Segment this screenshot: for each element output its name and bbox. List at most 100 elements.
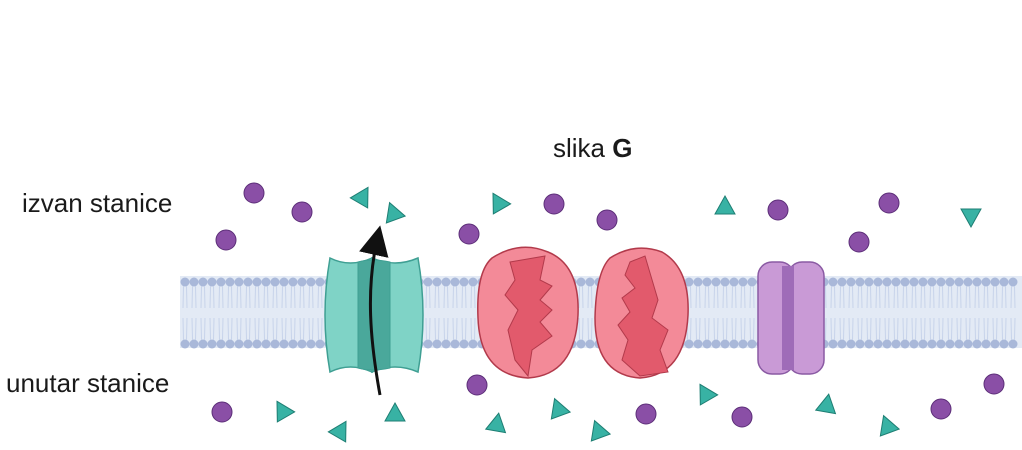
lipid-tail [1010,317,1016,341]
lipid-head [936,277,946,287]
lipid-tail [875,285,881,309]
circle-molecule-icon [848,231,870,253]
lipid-tail [1010,285,1016,309]
lipid-head [738,339,748,349]
lipid-tail [902,317,908,341]
lipid-head [684,277,694,287]
transport-arrow-icon [359,225,389,396]
lipid-head [963,339,973,349]
lipid-tail [983,317,989,341]
lipid-head [981,277,991,287]
lipid-head [288,277,298,287]
lipid-head [927,339,937,349]
lipid-tail [695,317,701,341]
lipid-tail [695,285,701,309]
lipid-tail [317,285,323,309]
lipid-head [846,277,856,287]
lipid-head [918,277,928,287]
lipid-tail [587,317,593,341]
lipid-tail [938,317,944,341]
lipid-head [279,339,289,349]
lipid-head [585,277,595,287]
lipid-head [1008,339,1018,349]
lipid-head [918,339,928,349]
lipid-head [261,339,271,349]
lipid-tail [749,285,755,309]
lipid-head [315,277,325,287]
lipid-head [945,277,955,287]
figure-title-text: slika [553,133,606,163]
lipid-head [234,277,244,287]
lipid-head [729,277,739,287]
lipid-head [702,277,712,287]
lipid-head [189,277,199,287]
lipid-head [180,339,190,349]
lipid-tail [254,285,260,309]
lipid-head [900,277,910,287]
lipid-head [837,277,847,287]
lipid-head [873,277,883,287]
lipid-tail [911,285,917,309]
lipid-tail [452,285,458,309]
lipid-tail [425,317,431,341]
lipid-tail [884,285,890,309]
lipid-head [900,339,910,349]
lipid-tail [1001,285,1007,309]
lipid-head [207,277,217,287]
lipid-tail [965,285,971,309]
label-inside-cell: unutar stanice [6,368,170,398]
lipid-tail [992,317,998,341]
lipid-head [279,277,289,287]
lipid-head [693,339,703,349]
lipid-head [270,339,280,349]
lipid-tail [461,317,467,341]
lipid-tail [830,285,836,309]
lipid-head [684,339,694,349]
lipid-head [990,339,1000,349]
lipid-head [999,339,1009,349]
lipid-head [711,339,721,349]
lipid-head [225,339,235,349]
pink-carrier-protein-1 [477,246,579,379]
lipid-tail [308,317,314,341]
lipid-tail [911,317,917,341]
lipid-tail [1001,317,1007,341]
lipid-tail [893,317,899,341]
lipid-tail [317,317,323,341]
lipid-tail [443,317,449,341]
lipid-head [882,277,892,287]
lipid-tail [740,285,746,309]
lipid-head [945,339,955,349]
lipid-tail [461,285,467,309]
lipid-tail [245,317,251,341]
lipid-tail [578,285,584,309]
lipid-head [693,277,703,287]
lipid-tail [299,317,305,341]
lipid-tail [740,317,746,341]
label-outside-cell: izvan stanice [22,188,173,218]
lipid-tail [929,317,935,341]
lipid-tail [425,285,431,309]
lipid-head [576,277,586,287]
figure-title: slika G [553,133,632,164]
lipid-tail [974,285,980,309]
lipid-head [585,339,595,349]
lipid-head [936,339,946,349]
lipid-tail [866,285,872,309]
lipid-head [270,277,280,287]
lipid-tail [839,317,845,341]
lipid-tail [848,285,854,309]
lipid-head [441,277,451,287]
lipid-tail [830,317,836,341]
teal-channel-protein [324,256,424,374]
lipid-head [882,339,892,349]
circle-molecule-icon [767,199,789,221]
triangle-molecule-icon [349,186,369,209]
figure-title-letter: G [612,133,633,163]
lipid-tail [470,317,476,341]
lipid-head [297,339,307,349]
lipid-tail [290,285,296,309]
lipid-tail [731,285,737,309]
triangle-molecule-icon [699,383,719,406]
molecules [211,182,1005,443]
